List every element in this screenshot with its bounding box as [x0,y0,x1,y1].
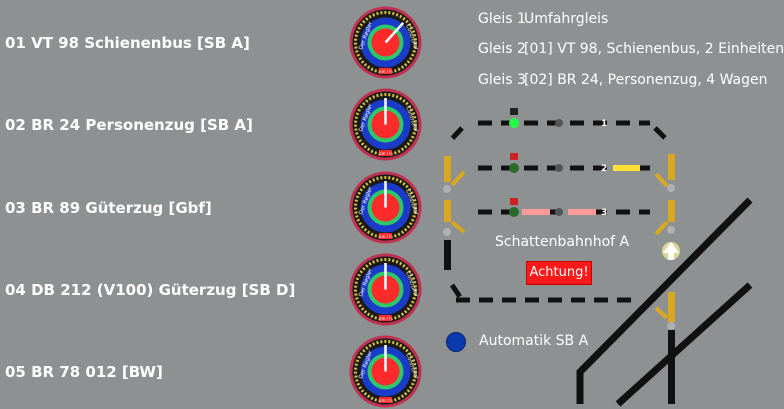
right-side-track [654,154,675,404]
signal-light[interactable] [509,163,519,173]
left-side-track [443,156,466,270]
inner-tracks [478,165,650,215]
track-number: Gleis 3 [478,72,526,88]
dial-unit: km / h [379,69,392,74]
signal-stop-icon[interactable] [510,198,518,205]
speed-controller-dial-5[interactable]: Der Regler Controller km / h [348,334,423,409]
track-description: Umfahrgleis [524,11,609,27]
track-info-3: Gleis 3[02] BR 24, Personenzug, 4 Wagen [478,72,767,88]
track-number: Gleis 2 [478,41,526,57]
train-label-3: 03 BR 89 Güterzug [Gbf] [5,199,212,217]
automatic-label: Automatik SB A [479,333,589,349]
dial-unit: km / h [379,316,392,321]
signal-switch-icon[interactable] [510,108,518,115]
dial-unit: km / h [379,234,392,239]
train-label-2: 02 BR 24 Personenzug [SB A] [5,116,253,134]
track-layout-diagram: 1 2 3 [443,108,753,407]
direction-arrow-icon[interactable] [662,242,680,260]
speed-controller-dial-4[interactable]: Der Regler Controller km / h [348,252,423,327]
signal-light[interactable] [509,207,519,217]
signal-green-light[interactable] [509,118,519,128]
block-contact [555,164,563,172]
speed-controller-dial-3[interactable]: Der Regler Controller km / h [348,170,423,245]
dial-unit: km / h [379,398,392,403]
train-label-4: 04 DB 212 (V100) Güterzug [SB D] [5,281,296,299]
warning-badge: Achtung! [526,261,592,285]
shadow-station-title: Schattenbahnhof A [495,234,630,250]
occupied-segment-track-3-b [568,209,596,215]
occupied-segment-track-2 [613,165,640,171]
track-mark-3: 3 [601,208,607,218]
train-label-1: 01 VT 98 Schienenbus [SB A] [5,34,250,52]
track-description: [02] BR 24, Personenzug, 4 Wagen [524,72,768,88]
speed-controller-dial-1[interactable]: Der Regler Controller km / h [348,5,423,80]
track-info-2: Gleis 2[01] VT 98, Schienenbus, 2 Einhei… [478,41,784,57]
block-contact [555,208,563,216]
block-contact [555,119,563,127]
train-label-5: 05 BR 78 012 [BW] [5,363,163,381]
main-line-tracks [576,197,753,407]
speed-controller-dial-2[interactable]: Der Regler Controller km / h [348,87,423,162]
signal-stop-icon[interactable] [510,153,518,160]
track-info-1: Gleis 1Umfahrgleis [478,11,608,27]
occupied-segment-track-3-a [522,209,550,215]
track-description: [01] VT 98, Schienenbus, 2 Einheiten [524,41,784,57]
dial-unit: km / h [379,151,392,156]
dial-needle[interactable] [384,21,405,44]
track-mark-2: 2 [601,164,607,174]
automatic-toggle-button[interactable] [446,332,466,352]
track-number: Gleis 1 [478,11,526,27]
track-mark-1: 1 [601,119,607,129]
